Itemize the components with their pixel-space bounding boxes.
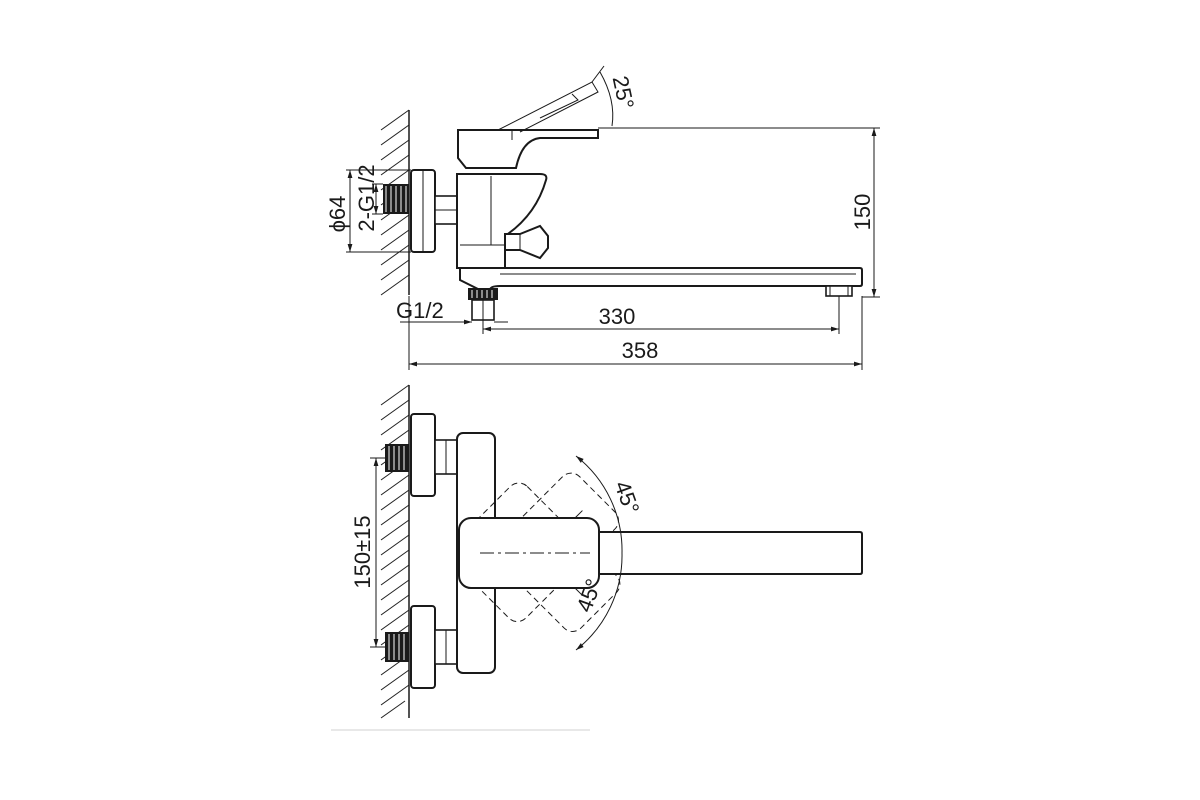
- dim-inlet-thread: 2-G1/2: [354, 164, 379, 231]
- dim-height: 150: [850, 194, 875, 231]
- spout-side: [459, 267, 863, 291]
- dim-flange-diameter: ϕ64: [325, 196, 350, 233]
- dim-inlet-spacing: 150±15: [350, 515, 375, 588]
- side-view: 150 25° ϕ64 2-G1/2 G1/2 330 358: [325, 65, 880, 370]
- flange-upper: [410, 413, 436, 497]
- dim-overall-length: 358: [622, 338, 659, 363]
- diverter-knob-side: [504, 224, 549, 260]
- wall-top: [380, 384, 410, 719]
- outlet-thread-side: [468, 288, 498, 300]
- spout-top: [589, 531, 863, 575]
- flange-lower: [410, 605, 436, 689]
- lever-handle-top: [458, 517, 600, 589]
- dim-spout-reach: 330: [599, 304, 636, 329]
- dim-outlet-thread: G1/2: [396, 298, 444, 323]
- lever-handle-side: [457, 129, 599, 169]
- top-view: 45° 45° 150±15: [350, 384, 863, 719]
